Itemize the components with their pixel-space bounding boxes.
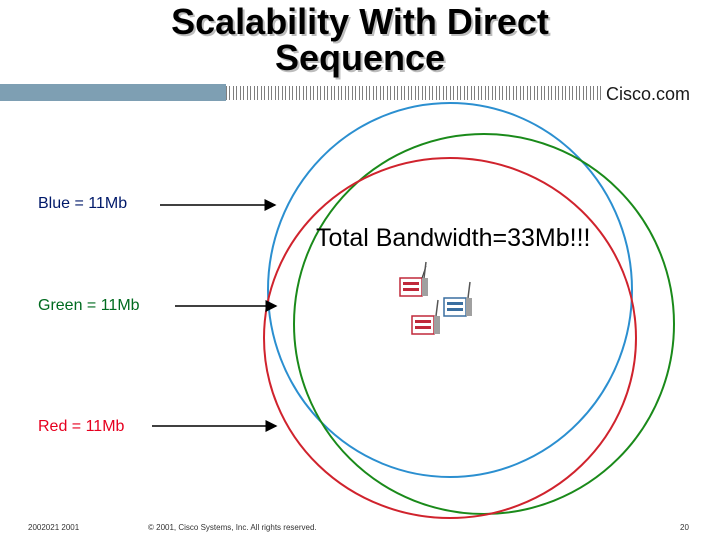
slide-title: Scalability With Direct Sequence [60, 4, 660, 76]
total-bandwidth-text: Total Bandwidth=33Mb!!! [316, 224, 591, 252]
red-channel-label: Red = 11Mb [38, 418, 125, 435]
green-channel-label: Green = 11Mb [38, 297, 140, 314]
slide-title-line1: Scalability With Direct [171, 1, 549, 42]
page-number: 20 [680, 523, 689, 532]
red-coverage-circle [263, 157, 637, 519]
access-point-icon [399, 261, 428, 297]
blue-coverage-circle [267, 102, 633, 478]
slide-title-line2: Sequence [274, 37, 446, 78]
access-point-icon [411, 299, 440, 335]
green-coverage-circle [293, 133, 675, 515]
footer-copyright: © 2001, Cisco Systems, Inc. All rights r… [148, 523, 317, 532]
access-point-icon [443, 281, 472, 317]
blue-channel-label: Blue = 11Mb [38, 195, 128, 212]
footer-code: 2002021 2001 [28, 523, 80, 532]
header-bar [0, 84, 226, 101]
header-barcode-stripes [226, 86, 601, 100]
brand-logo-text: Cisco.com [606, 84, 691, 104]
